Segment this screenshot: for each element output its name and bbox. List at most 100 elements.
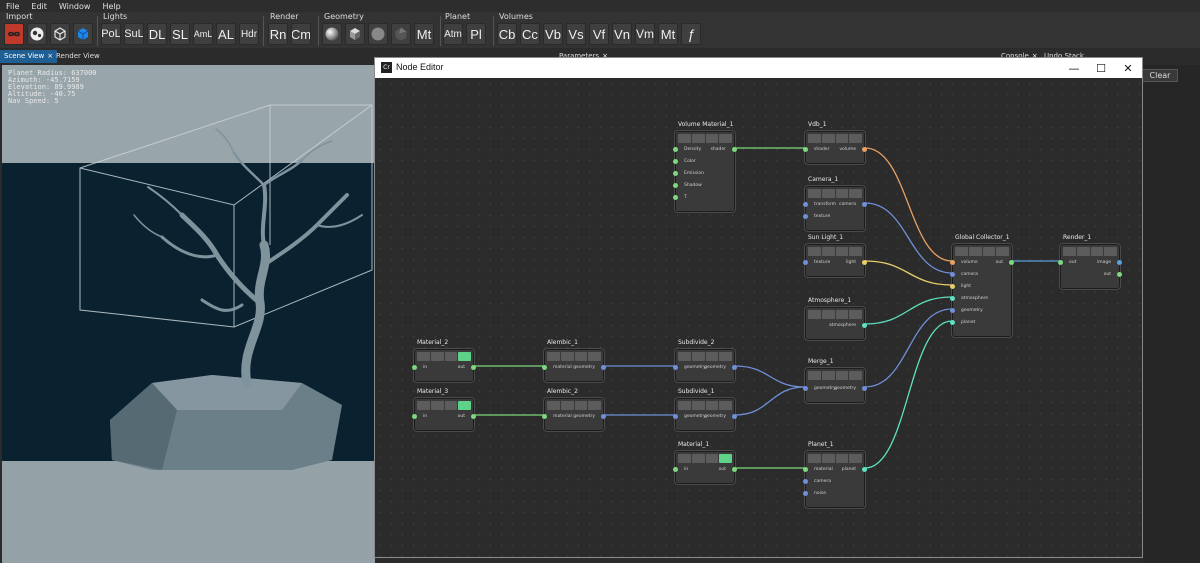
input-port-socket[interactable]: [950, 271, 955, 277]
output-port-socket[interactable]: [862, 322, 867, 328]
atmosphere-button[interactable]: Atm: [443, 23, 463, 45]
node-toggle[interactable]: [678, 401, 691, 410]
node-toggle[interactable]: [1063, 247, 1076, 256]
node-toolbar[interactable]: [678, 401, 732, 410]
sphere-button[interactable]: [322, 23, 342, 45]
input-port-socket[interactable]: [673, 413, 678, 419]
output-port-socket[interactable]: [1009, 259, 1014, 265]
output-port-socket[interactable]: [732, 364, 737, 370]
node-toolbar[interactable]: [808, 371, 862, 380]
geometry-material-button[interactable]: Mt: [414, 23, 434, 45]
scene-viewport[interactable]: Planet Radius: 637000 Azimuth: -45.7159 …: [2, 65, 375, 563]
volume-file-button[interactable]: Vf: [589, 23, 609, 45]
node-editor-titlebar[interactable]: Cr Node Editor — ☐ ✕: [375, 58, 1142, 78]
minimize-icon[interactable]: —: [1068, 61, 1080, 75]
node-toggle[interactable]: [705, 454, 719, 463]
input-port-socket[interactable]: [950, 307, 955, 313]
volume-material-button[interactable]: Vm: [635, 23, 655, 45]
hdr-light-button[interactable]: Hdr: [239, 23, 259, 45]
input-port-socket[interactable]: [950, 295, 955, 301]
output-port-socket[interactable]: [471, 413, 476, 419]
output-port-socket[interactable]: [471, 364, 476, 370]
node-toggle[interactable]: [417, 352, 430, 361]
node-toggle[interactable]: [574, 401, 588, 410]
node-toggle[interactable]: [678, 134, 691, 143]
input-port-socket[interactable]: [542, 413, 547, 419]
input-port-socket[interactable]: [412, 413, 417, 419]
node-toggle[interactable]: [835, 371, 849, 380]
volume-vdb-button[interactable]: Vb: [543, 23, 563, 45]
volume-mt-button[interactable]: Mt: [658, 23, 678, 45]
input-port-socket[interactable]: [542, 364, 547, 370]
input-port-socket[interactable]: [950, 319, 955, 325]
output-port-socket[interactable]: [1117, 259, 1122, 265]
input-port-socket[interactable]: [803, 146, 808, 152]
directional-light-button[interactable]: DL: [147, 23, 167, 45]
input-port-socket[interactable]: [673, 466, 678, 472]
node-toggle[interactable]: [691, 454, 705, 463]
input-port-socket[interactable]: [950, 283, 955, 289]
node-toggle[interactable]: [719, 134, 732, 143]
volume-noise-button[interactable]: Vn: [612, 23, 632, 45]
input-port-socket[interactable]: [412, 364, 417, 370]
input-port-socket[interactable]: [803, 259, 808, 265]
input-port-socket[interactable]: [673, 158, 678, 164]
node-toolbar[interactable]: [808, 134, 862, 143]
camera-button[interactable]: Cm: [291, 23, 311, 45]
maximize-icon[interactable]: ☐: [1096, 61, 1106, 75]
input-port-socket[interactable]: [673, 146, 678, 152]
node-toolbar[interactable]: [955, 247, 1009, 256]
node-toggle[interactable]: [719, 401, 732, 410]
node-toggle[interactable]: [691, 352, 705, 361]
node-toggle[interactable]: [444, 401, 458, 410]
point-light-button[interactable]: PoL: [101, 23, 121, 45]
node-toggle[interactable]: [808, 310, 821, 319]
volume-cube-button[interactable]: Cb: [497, 23, 517, 45]
node-toggle[interactable]: [417, 401, 430, 410]
mesh-button[interactable]: [391, 23, 411, 45]
node-toggle[interactable]: [849, 371, 862, 380]
node-toolbar[interactable]: [678, 352, 732, 361]
node-toolbar[interactable]: [547, 401, 601, 410]
output-port-socket[interactable]: [862, 385, 867, 391]
function-button[interactable]: ƒ: [681, 23, 701, 45]
node-toggle[interactable]: [968, 247, 982, 256]
input-port-socket[interactable]: [950, 259, 955, 265]
tab-scene-view[interactable]: Scene View×: [0, 50, 58, 63]
node-toolbar[interactable]: [808, 454, 862, 463]
node-toolbar[interactable]: [547, 352, 601, 361]
node-toggle[interactable]: [430, 352, 444, 361]
input-port-socket[interactable]: [803, 201, 808, 207]
node-toolbar[interactable]: [417, 352, 471, 361]
node-toolbar[interactable]: [678, 454, 732, 463]
node-toggle[interactable]: [705, 352, 719, 361]
tab-render-view[interactable]: Render View: [56, 52, 100, 60]
planet-button[interactable]: Pl: [466, 23, 486, 45]
volume-sphere-button[interactable]: Vs: [566, 23, 586, 45]
node-toolbar[interactable]: [1063, 247, 1117, 256]
import-vdb-button[interactable]: [73, 23, 93, 45]
menu-file[interactable]: File: [6, 1, 20, 11]
node-toggle[interactable]: [821, 371, 835, 380]
node-toggle[interactable]: [835, 247, 849, 256]
node-toggle[interactable]: [560, 401, 574, 410]
input-port-socket[interactable]: [673, 170, 678, 176]
input-port-socket[interactable]: [673, 364, 678, 370]
output-port-socket[interactable]: [601, 413, 606, 419]
node-toggle[interactable]: [560, 352, 574, 361]
import-obj-button[interactable]: [4, 23, 24, 45]
node-toggle[interactable]: [821, 189, 835, 198]
node-toggle[interactable]: [691, 401, 705, 410]
node-toggle[interactable]: [849, 189, 862, 198]
close-icon[interactable]: ×: [1031, 52, 1038, 60]
node-toggle[interactable]: [705, 134, 719, 143]
